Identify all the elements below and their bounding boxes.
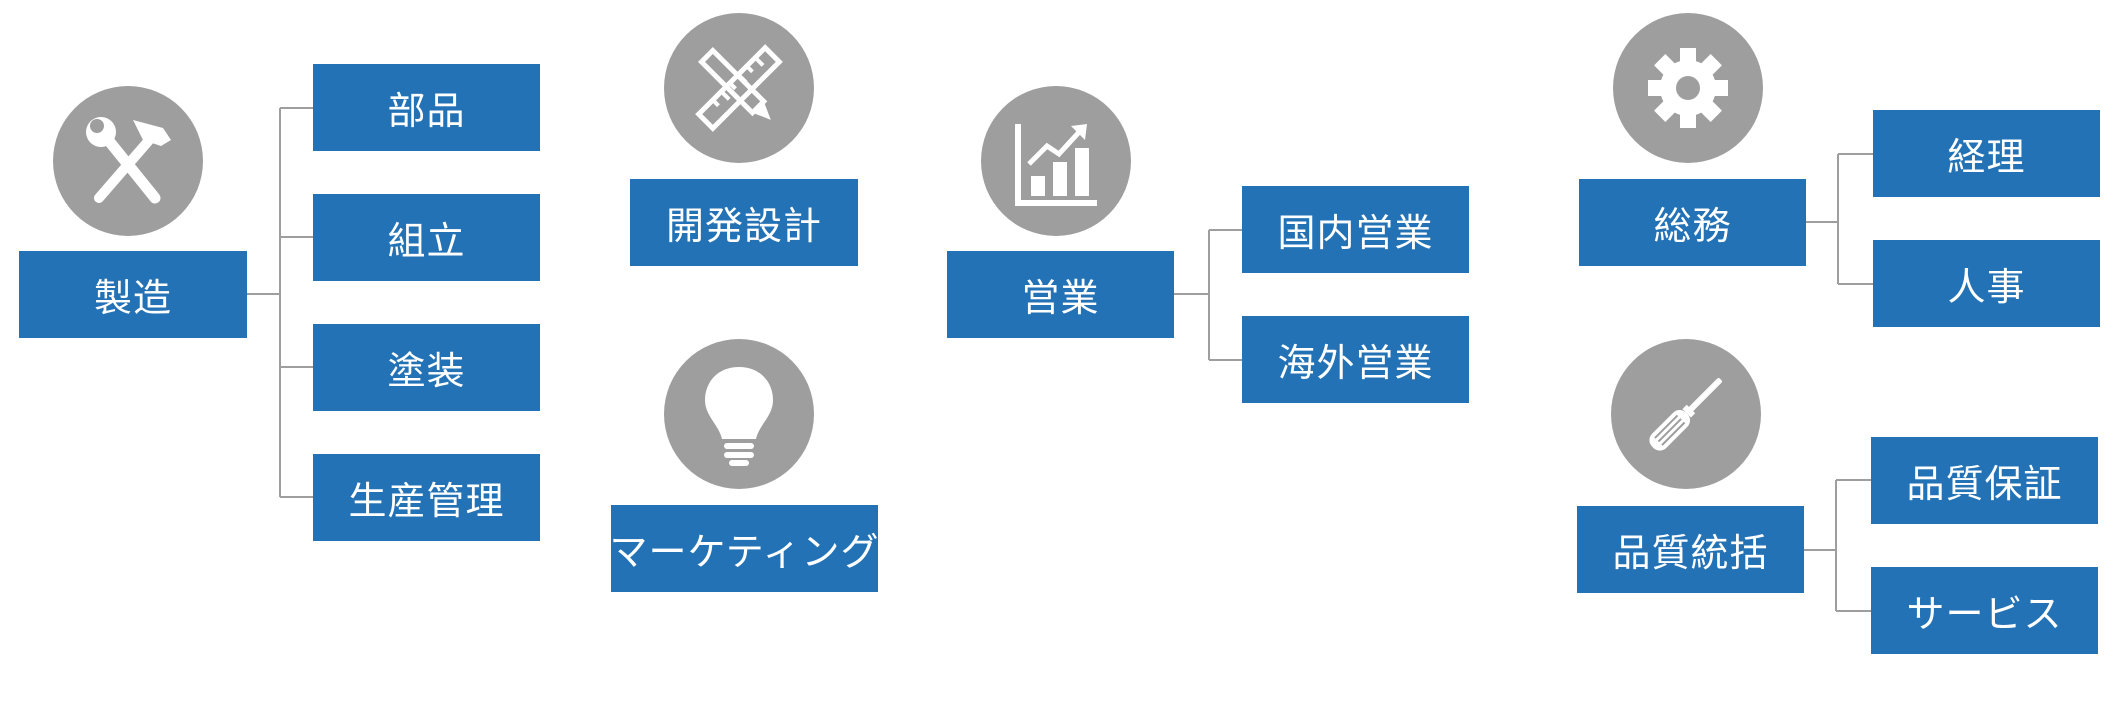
wrench-hammer-icon [86, 117, 171, 204]
sub-painting: 塗装 [313, 324, 540, 411]
sub-human-resources: 人事 [1873, 240, 2100, 327]
dept-manufacturing: 製造 [19, 251, 247, 338]
marketing-icon-circle [664, 339, 814, 489]
dept-sales: 営業 [947, 251, 1174, 338]
screwdriver-icon [1649, 378, 1722, 451]
dept-quality: 品質統括 [1577, 506, 1804, 593]
sales-icon-circle [981, 86, 1131, 236]
general-affairs-icon-circle [1613, 13, 1763, 163]
growth-chart-icon [1015, 124, 1097, 206]
pencil-ruler-icon [695, 44, 783, 132]
quality-icon-circle [1611, 339, 1761, 489]
development-icon-circle [664, 13, 814, 163]
dept-development: 開発設計 [630, 179, 858, 266]
sub-accounting: 経理 [1873, 110, 2100, 197]
sub-assembly: 組立 [313, 194, 540, 281]
dept-general-affairs: 総務 [1579, 179, 1806, 266]
gear-icon [1648, 48, 1728, 128]
sub-quality-assurance: 品質保証 [1871, 437, 2098, 524]
dept-marketing: マーケティング [610, 505, 878, 592]
sub-parts: 部品 [313, 64, 540, 151]
sub-domestic-sales: 国内営業 [1242, 186, 1469, 273]
lightbulb-icon [705, 367, 773, 466]
manufacturing-icon-circle [53, 86, 203, 236]
sub-production-control: 生産管理 [313, 454, 540, 541]
sub-overseas-sales: 海外営業 [1242, 316, 1469, 403]
sub-service: サービス [1871, 567, 2098, 654]
